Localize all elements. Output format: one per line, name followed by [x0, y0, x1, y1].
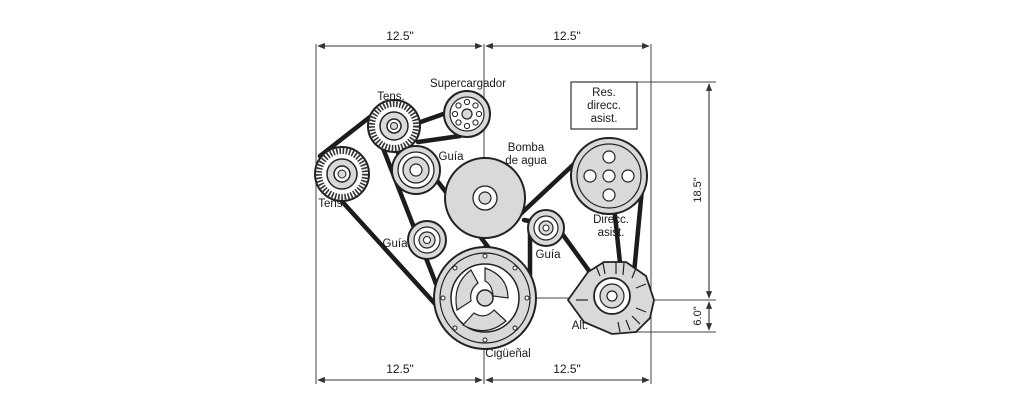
tensioner-top-pulley: [367, 99, 421, 153]
idler-right-label: Guía: [536, 249, 562, 261]
idler-left-pulley: [407, 220, 447, 260]
alternator: [566, 261, 655, 335]
tensioner-left-pulley: [314, 146, 370, 202]
dim-right-tall: 18.5": [692, 177, 704, 202]
dim-bottom-right: 12.5": [553, 362, 581, 376]
alternator-label: Alt.: [572, 320, 589, 332]
dim-top-right: 12.5": [553, 29, 581, 43]
idler-top-pulley: [391, 145, 441, 195]
dim-top-left: 12.5": [386, 29, 414, 43]
tensioner-top-label: Tens.: [377, 91, 405, 103]
power-steering-reservoir-box: [570, 81, 638, 130]
reservoir-label-line3: asist.: [591, 113, 618, 125]
tensioner-left-label: Tens.: [318, 198, 346, 210]
supercharger-pulley: [443, 90, 491, 138]
idler-top-label: Guía: [439, 151, 465, 163]
reservoir-label-line1: Res.: [592, 87, 616, 99]
reservoir-label-line2: direcc.: [587, 100, 621, 112]
dimension-arrows: [317, 42, 713, 384]
power-steering-label-line2: asist.: [598, 227, 625, 239]
supercharger-label: Supercargador: [430, 78, 506, 90]
dim-right-short: 6.0": [692, 306, 704, 325]
water-pump-label-line1: Bomba: [508, 142, 545, 154]
idler-right-pulley: [527, 209, 565, 247]
dim-bottom-left: 12.5": [386, 362, 414, 376]
power-steering-label-line1: Direcc.: [593, 214, 629, 226]
water-pump-pulley: [444, 157, 526, 239]
water-pump-label-line2: de agua: [505, 155, 547, 167]
power-steering-pulley: [570, 137, 648, 215]
crankshaft-pulley: [433, 246, 537, 350]
idler-left-label: Guía: [383, 238, 409, 250]
crankshaft-label: Cigüeñal: [485, 348, 530, 360]
